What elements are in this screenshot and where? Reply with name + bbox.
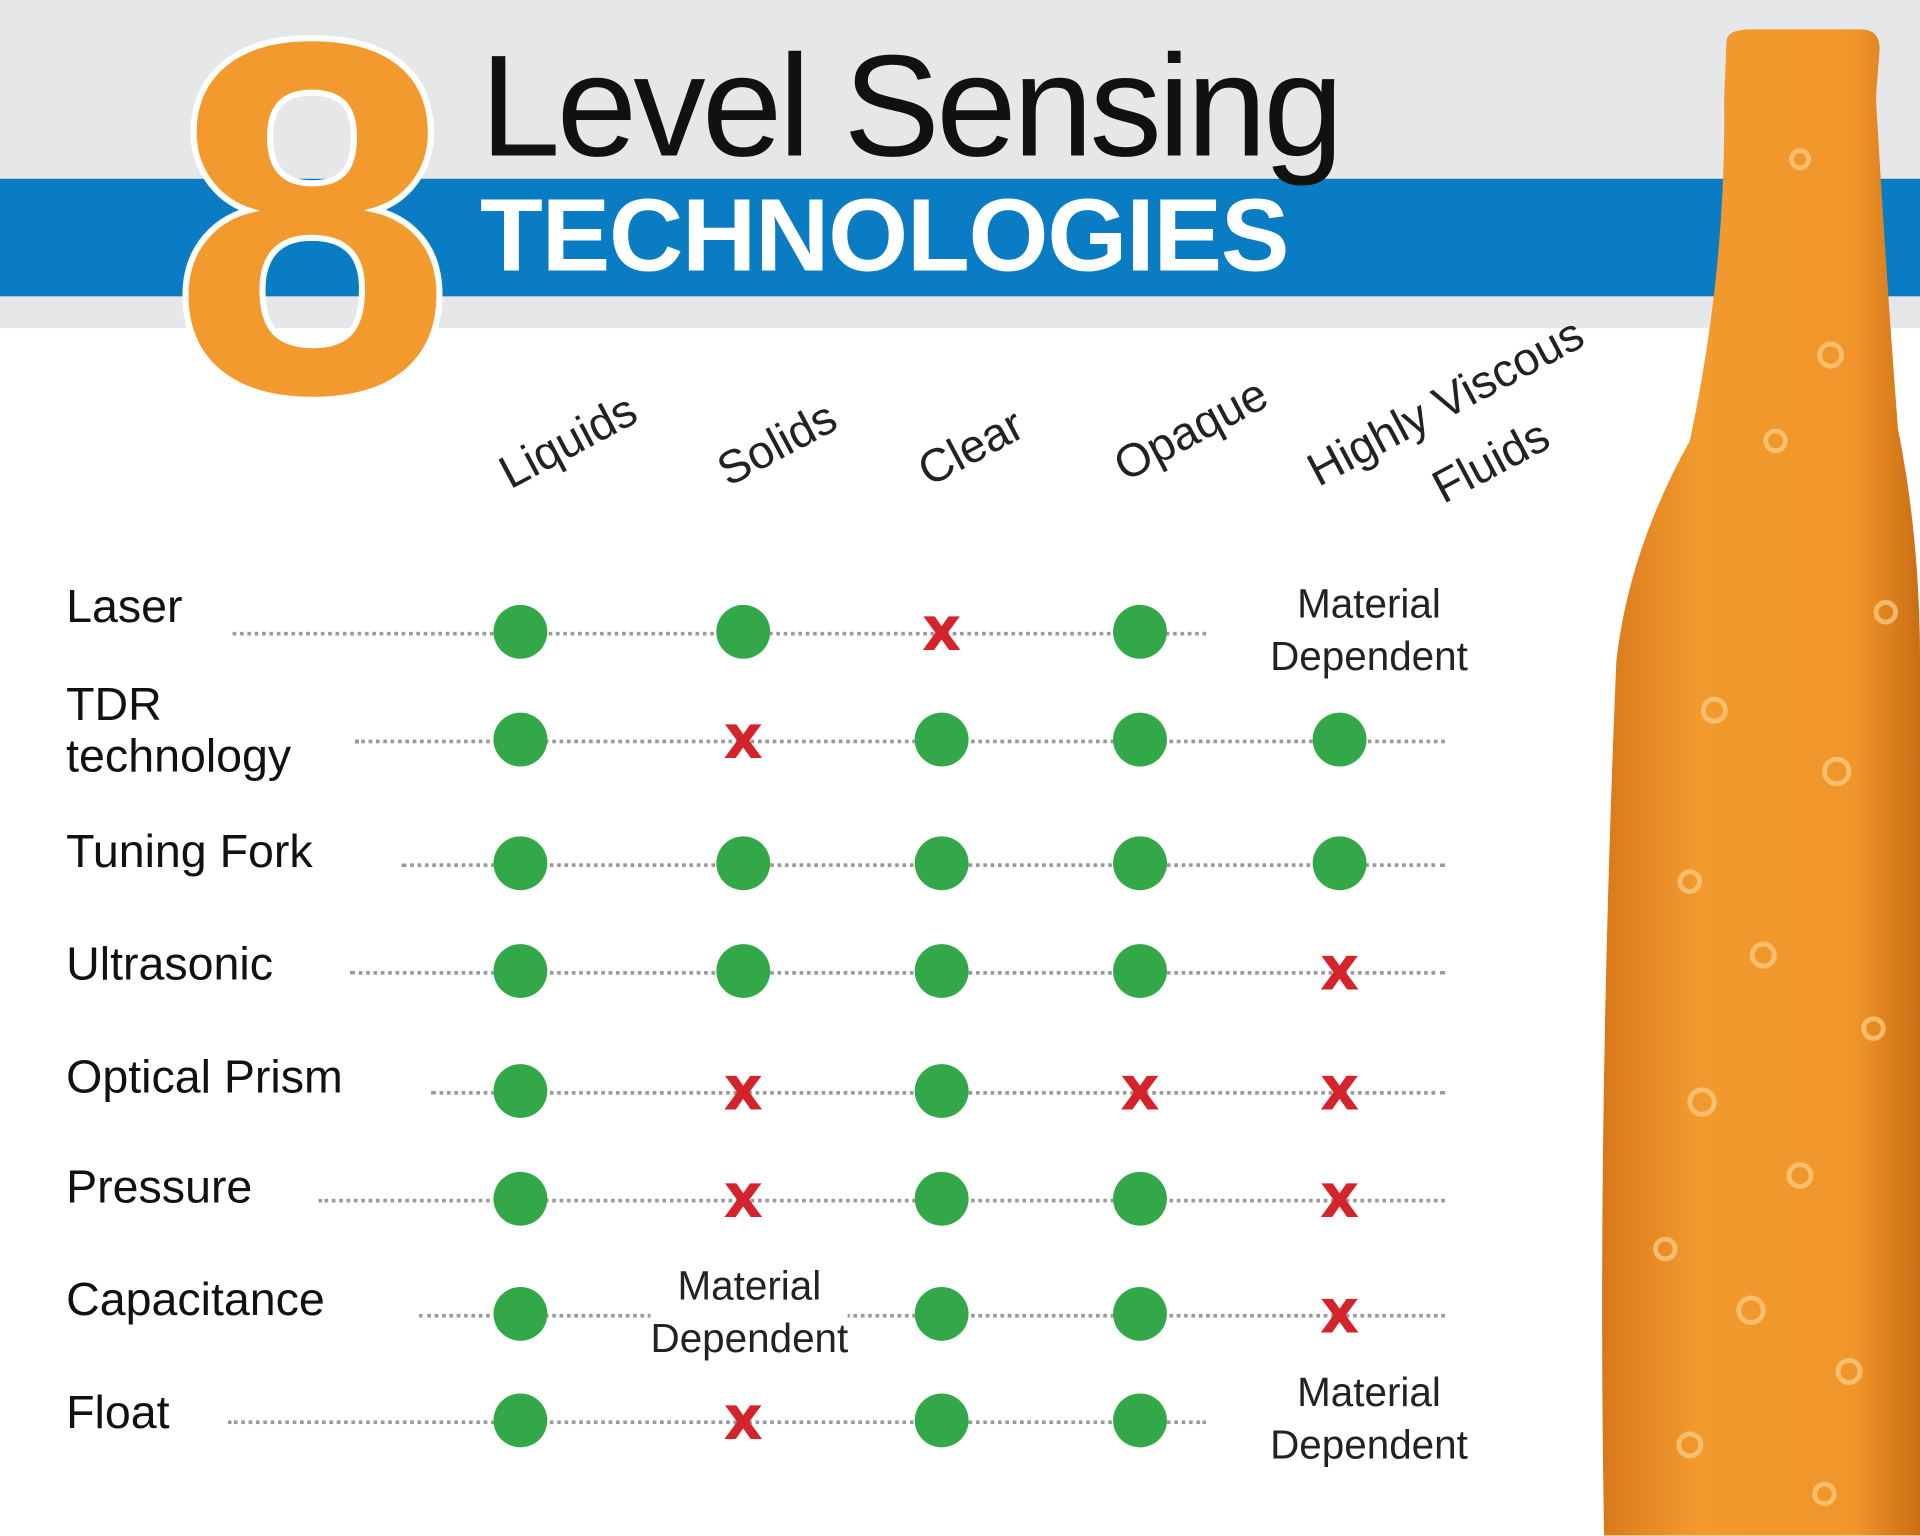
bottle-illustration — [1602, 29, 1920, 1536]
md-line2: Dependent — [650, 1315, 849, 1361]
supported-dot-icon — [493, 1171, 548, 1226]
md-line1: Material — [1297, 580, 1441, 626]
supported-dot-icon — [1113, 604, 1167, 659]
supported-dot-icon — [914, 836, 969, 891]
not-supported-x-icon: x — [1319, 1053, 1360, 1125]
supported-dot-icon — [1113, 1393, 1167, 1448]
supported-dot-icon — [493, 836, 548, 891]
supported-dot-icon — [493, 1286, 548, 1341]
column-header-solids: Solids — [709, 391, 846, 497]
dotted-row-line — [350, 971, 1445, 975]
md-line2: Dependent — [1270, 1421, 1468, 1467]
supported-dot-icon — [1113, 712, 1167, 767]
supported-dot-icon — [914, 1064, 969, 1118]
supported-dot-icon — [493, 712, 548, 767]
dotted-row-line — [355, 739, 1445, 744]
column-header-liquids: Liquids — [491, 384, 646, 500]
supported-dot-icon — [1113, 836, 1167, 891]
row-label: Float — [66, 1387, 170, 1439]
svg-text:8: 8 — [173, 24, 440, 416]
supported-dot-icon — [914, 1393, 969, 1448]
row-label: Pressure — [66, 1162, 253, 1214]
not-supported-x-icon: x — [1319, 1275, 1360, 1347]
supported-dot-icon — [716, 604, 771, 659]
title-technologies: TECHNOLOGIES — [480, 177, 1289, 293]
dotted-row-line — [227, 1420, 1207, 1425]
title-level-sensing: Level Sensing — [480, 25, 1344, 188]
row-label: Tuning Fork — [66, 826, 313, 878]
not-supported-x-icon: x — [723, 701, 764, 773]
md-line1: Material — [677, 1262, 822, 1308]
supported-dot-icon — [493, 944, 548, 998]
supported-dot-icon — [493, 604, 548, 659]
not-supported-x-icon: x — [1319, 933, 1360, 1005]
md-line1: Material — [1297, 1369, 1441, 1415]
supported-dot-icon — [914, 1286, 969, 1341]
column-header-clear: Clear — [910, 399, 1033, 497]
supported-dot-icon — [1113, 1171, 1167, 1226]
supported-dot-icon — [1113, 944, 1167, 998]
not-supported-x-icon: x — [723, 1053, 764, 1125]
not-supported-x-icon: x — [723, 1382, 764, 1454]
row-label: Optical Prism — [66, 1051, 343, 1104]
not-supported-x-icon: x — [921, 593, 962, 665]
supported-dot-icon — [914, 1171, 969, 1226]
supported-dot-icon — [1113, 1286, 1167, 1341]
supported-dot-icon — [1312, 712, 1367, 767]
row-label: Laser — [66, 581, 183, 634]
not-supported-x-icon: x — [1319, 1160, 1360, 1232]
supported-dot-icon — [716, 836, 771, 891]
column-header-opaque: Opaque — [1105, 368, 1277, 492]
header-blue-stripe — [0, 178, 1920, 297]
supported-dot-icon — [493, 1064, 548, 1118]
row-label: Ultrasonic — [66, 939, 274, 991]
not-supported-x-icon: x — [1120, 1053, 1160, 1125]
supported-dot-icon — [493, 1393, 548, 1448]
row-label: Capacitance — [66, 1274, 325, 1327]
supported-dot-icon — [914, 944, 969, 998]
number-eight-logo: 8 — [167, 24, 470, 416]
supported-dot-icon — [716, 944, 771, 998]
supported-dot-icon — [1312, 836, 1367, 891]
supported-dot-icon — [914, 712, 969, 767]
row-label: TDR technology — [66, 679, 292, 783]
md-line2: Dependent — [1270, 633, 1468, 679]
dotted-row-line — [318, 1198, 1445, 1203]
not-supported-x-icon: x — [723, 1160, 764, 1232]
